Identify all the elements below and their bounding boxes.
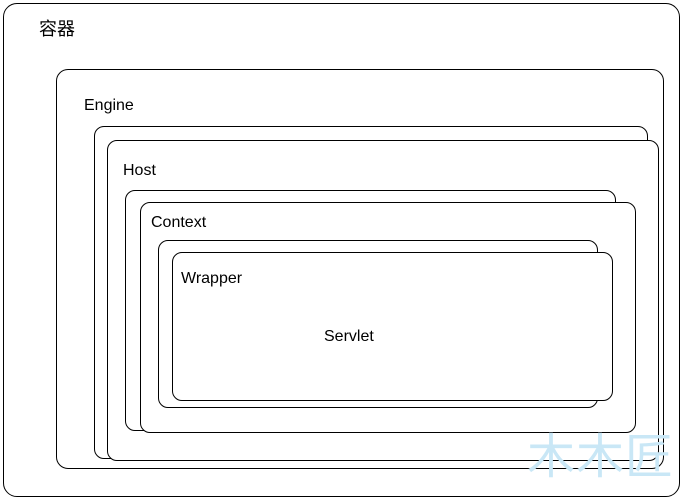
container-box-label: 容器	[39, 19, 75, 39]
servlet-label: Servlet	[324, 328, 374, 345]
engine-box-label: Engine	[84, 97, 134, 114]
wrapper-box-label: Wrapper	[181, 270, 243, 287]
context-box-label: Context	[151, 214, 207, 231]
wrapper-box: Wrapper Servlet	[172, 252, 613, 401]
host-box-label: Host	[123, 162, 156, 179]
